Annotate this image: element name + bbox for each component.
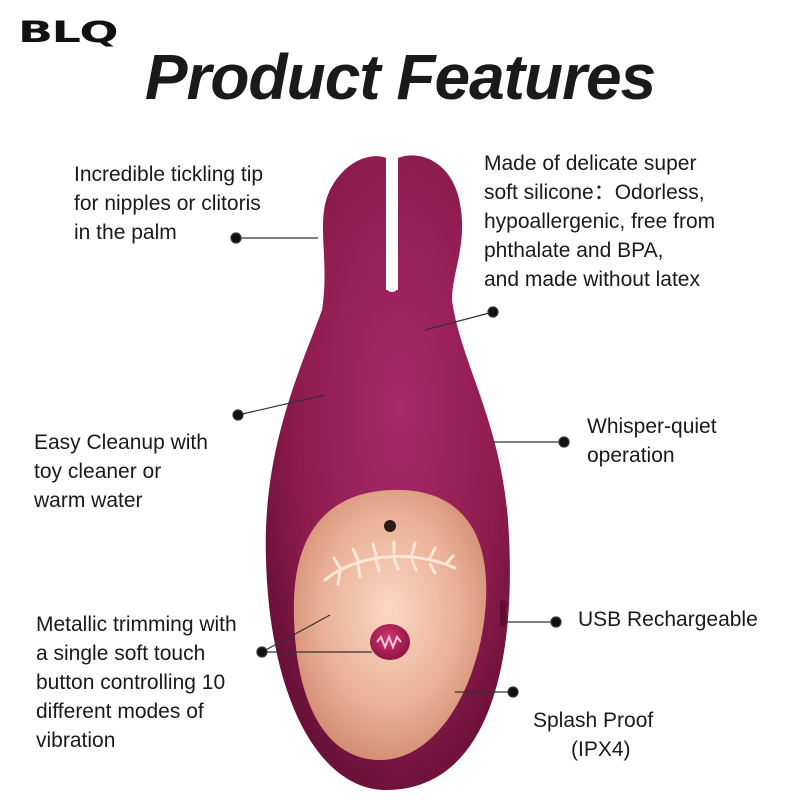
page-title: Product Features — [144, 41, 656, 113]
indicator-light — [384, 520, 396, 532]
feature-silicone: Made of delicate super soft silicone：Odo… — [484, 152, 716, 291]
feature-metallic-trimming: Metallic trimming with a single soft tou… — [36, 613, 237, 752]
feature-whisper-quiet: Whisper-quiet operation — [587, 415, 717, 467]
brand-logo: BLQ — [18, 15, 119, 50]
laurel-wreath-icon — [323, 540, 457, 586]
tip-slit — [386, 158, 398, 292]
callout-lines — [230, 232, 570, 698]
feature-usb-rechargeable: USB Rechargeable — [578, 608, 758, 631]
feature-cleanup: Easy Cleanup with toy cleaner or warm wa… — [34, 431, 208, 512]
usb-port — [500, 600, 506, 626]
feature-tickling-tip: Incredible tickling tip for nipples or c… — [74, 163, 264, 244]
feature-splash-proof: Splash Proof (IPX4) — [533, 677, 733, 793]
splash-proof-label: Splash Proof — [533, 709, 654, 732]
wave-icon — [376, 634, 402, 650]
splash-proof-rating: (IPX4) — [571, 738, 631, 761]
